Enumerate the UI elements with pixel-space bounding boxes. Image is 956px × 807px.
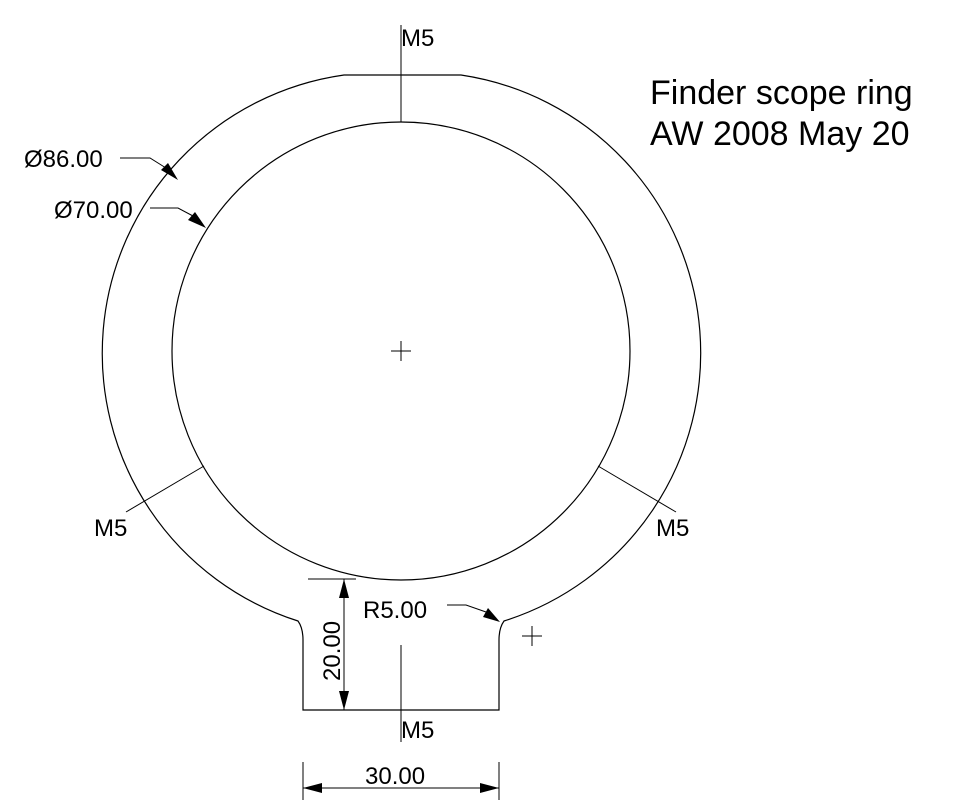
outer-diameter-label: Ø86.00	[24, 146, 103, 173]
title-line-2: AW 2008 May 20	[650, 115, 910, 153]
center-mark	[391, 341, 411, 361]
fillet-radius-label: R5.00	[363, 597, 427, 624]
hole-label-bottom: M5	[401, 717, 434, 744]
fillet-radius-leader	[447, 604, 500, 622]
stem-height-label: 20.00	[319, 621, 346, 681]
inner-diameter-leader	[150, 207, 206, 228]
hole-label-top: M5	[401, 25, 434, 52]
outer-diameter-leader	[120, 157, 178, 180]
stem-width-dimension	[302, 762, 500, 800]
stem-height-dimension	[308, 578, 356, 710]
hole-axis-left	[125, 465, 205, 513]
inner-diameter-label: Ø70.00	[54, 197, 133, 224]
title-line-1: Finder scope ring	[650, 74, 913, 112]
hole-label-right: M5	[656, 515, 689, 542]
hole-label-left: M5	[94, 515, 127, 542]
fillet-center-mark	[522, 626, 542, 646]
hole-axis-right	[597, 465, 677, 513]
stem-width-label: 30.00	[365, 763, 425, 790]
outer-ring-profile	[101, 74, 702, 711]
